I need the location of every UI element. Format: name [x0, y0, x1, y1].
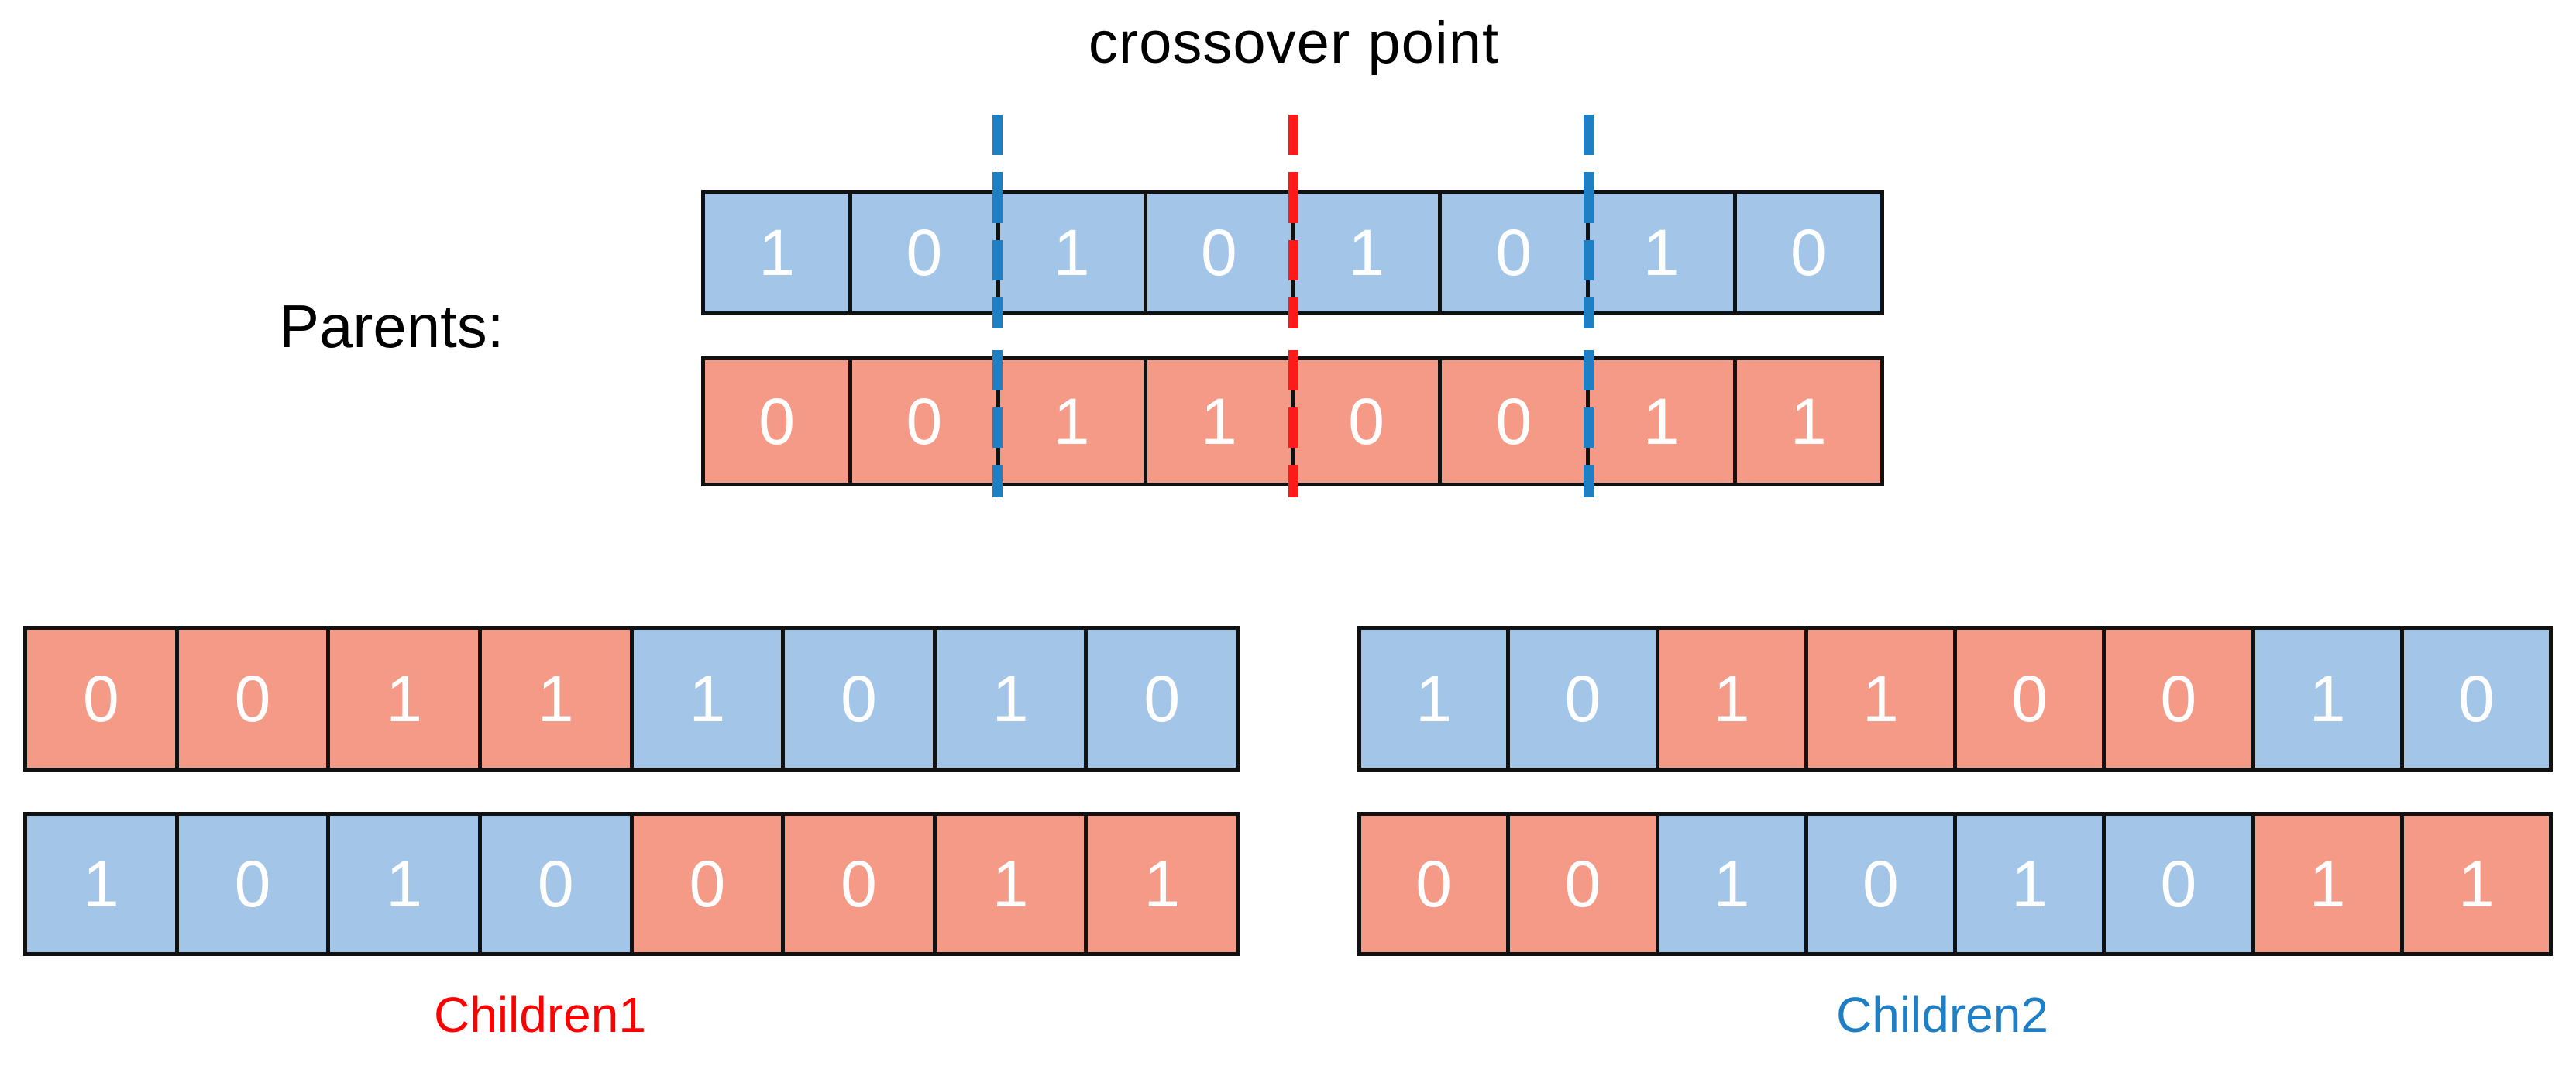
bit-cell: 1 — [1736, 360, 1880, 483]
bit-cell: 0 — [1807, 816, 1957, 952]
bit-cell: 1 — [1957, 816, 2107, 952]
bit-cell: 0 — [178, 816, 331, 952]
bit-cell: 0 — [481, 816, 634, 952]
bit-cell: 1 — [1807, 630, 1957, 768]
bit-cell: 1 — [936, 630, 1089, 768]
bit-cell: 0 — [633, 816, 786, 952]
bit-cell: 0 — [852, 360, 1000, 483]
crossover-dashed-line — [1584, 350, 1594, 497]
crossover-dashed-line — [992, 350, 1003, 497]
bit-cell: 1 — [2403, 816, 2549, 952]
bit-cell: 0 — [1736, 194, 1880, 311]
crossover-point-label: crossover point — [1088, 10, 1500, 76]
bit-cell: 1 — [2254, 630, 2404, 768]
crossover-dashed-line — [992, 115, 1003, 195]
bit-cell: 0 — [2403, 630, 2549, 768]
bit-cell: 1 — [1361, 630, 1511, 768]
crossover-dashed-line — [1584, 183, 1594, 328]
bit-cell: 1 — [481, 630, 634, 768]
bit-cell: 1 — [705, 194, 853, 311]
bit-cell: 0 — [1510, 816, 1659, 952]
bit-cell: 0 — [785, 816, 937, 952]
bit-cell: 1 — [1659, 816, 1808, 952]
crossover-dashed-line — [1584, 115, 1594, 195]
bit-cell: 1 — [330, 630, 482, 768]
bit-cell: 0 — [2106, 816, 2255, 952]
bit-cell: 0 — [1442, 194, 1590, 311]
bit-cell: 1 — [1088, 816, 1236, 952]
crossover-dashed-line — [1288, 183, 1298, 328]
bit-cell: 1 — [1589, 194, 1737, 311]
bit-cell: 1 — [999, 194, 1147, 311]
bit-cell: 1 — [2254, 816, 2404, 952]
bit-cell: 0 — [852, 194, 1000, 311]
parents-label: Parents: — [279, 292, 504, 360]
crossover-dashed-line — [1288, 350, 1298, 497]
bit-cell: 0 — [1510, 630, 1659, 768]
bit-cell: 1 — [1589, 360, 1737, 483]
bit-cell: 0 — [27, 630, 179, 768]
bit-cell: 0 — [785, 630, 937, 768]
bit-cell: 0 — [1147, 194, 1295, 311]
bit-cell: 0 — [1295, 360, 1443, 483]
bit-cell: 0 — [1442, 360, 1590, 483]
bit-cell: 0 — [2106, 630, 2255, 768]
bit-cell: 1 — [936, 816, 1089, 952]
bit-cell: 0 — [705, 360, 853, 483]
bit-cell: 0 — [1361, 816, 1511, 952]
bit-cell: 0 — [178, 630, 331, 768]
crossover-dashed-line — [992, 183, 1003, 328]
bit-cell: 1 — [999, 360, 1147, 483]
bit-cell: 1 — [1659, 630, 1808, 768]
bit-cell: 1 — [27, 816, 179, 952]
children1-label: Children1 — [434, 987, 646, 1043]
bit-cell: 1 — [633, 630, 786, 768]
crossover-dashed-line — [1288, 115, 1298, 195]
bit-cell: 0 — [1088, 630, 1236, 768]
bit-cell: 1 — [1147, 360, 1295, 483]
children2-label: Children2 — [1836, 987, 2048, 1043]
bit-cell: 1 — [1295, 194, 1443, 311]
bit-cell: 1 — [330, 816, 482, 952]
bit-cell: 0 — [1957, 630, 2107, 768]
